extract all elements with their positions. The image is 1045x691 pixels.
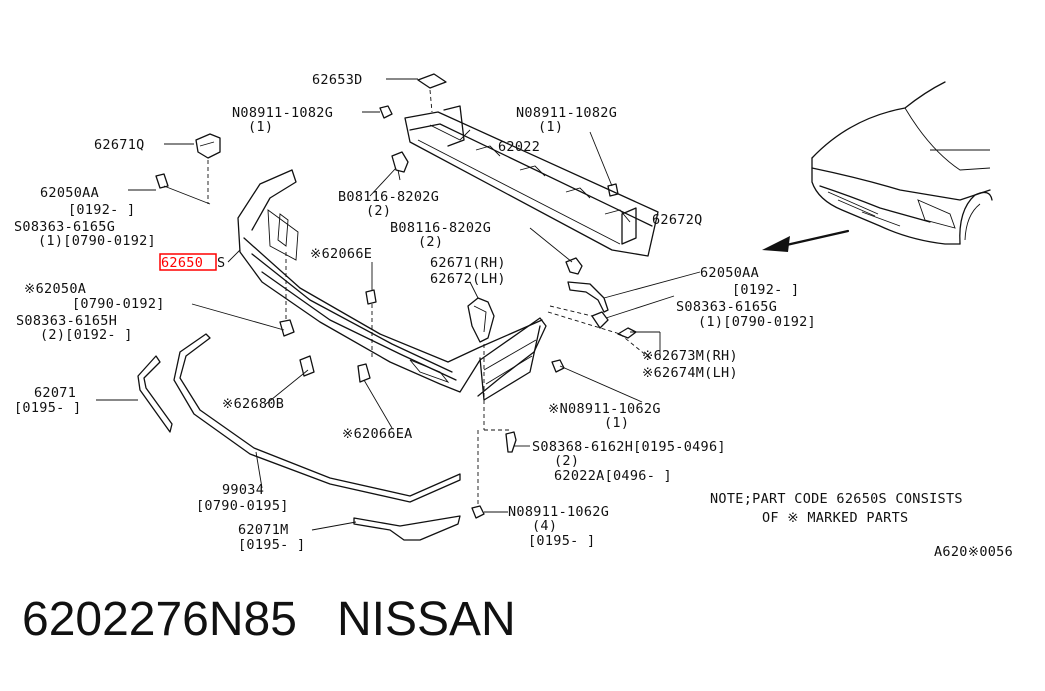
- caption-gap: [297, 593, 337, 646]
- label-08911-1062G-b-date: [0195- ]: [528, 533, 595, 549]
- car-outline-illustration: [811, 81, 993, 245]
- label-08116-8202G-a-qty: (2): [366, 203, 391, 219]
- label-62066E: ※62066E: [310, 246, 372, 262]
- label-62071: 62071: [34, 385, 76, 401]
- label-08363-6165H-qty: (2)[0192- ]: [40, 327, 133, 343]
- label-group: 62653D N08911-1082G (1) N08911-1082G (1)…: [14, 72, 1013, 560]
- note-line-2: OF ※ MARKED PARTS: [762, 510, 908, 526]
- part-62071-molding: [96, 355, 173, 433]
- label-08363-6165H: S08363-6165H: [16, 313, 117, 329]
- label-99034: 99034: [222, 482, 264, 498]
- label-08368-6162H: S08368-6162H[0195-0496]: [532, 439, 726, 455]
- label-62671-rh: 62671(RH): [430, 255, 506, 271]
- part-62680B-retainer: [265, 355, 315, 405]
- note-line-1: NOTE;PART CODE 62650S CONSISTS: [710, 491, 963, 507]
- label-62650-suffix: S: [217, 255, 225, 271]
- label-08363-6165G-right: S08363-6165G: [676, 299, 777, 315]
- label-08911-1082G-left-qty: (1): [248, 119, 273, 135]
- label-08363-6165G-left-qty: (1)[0790-0192]: [38, 233, 156, 249]
- label-08116-8202G-b-qty: (2): [418, 234, 443, 250]
- label-08911-1082G-right-qty: (1): [538, 119, 563, 135]
- label-08116-8202G-a: B08116-8202G: [338, 189, 439, 205]
- label-08911-1062G-a-qty: (1): [604, 415, 629, 431]
- part-99034-strip: [173, 333, 461, 503]
- part-62050AA-right-bracket: [567, 271, 701, 313]
- label-62050A: ※62050A: [24, 281, 86, 297]
- bumper-fascia-62650S: [227, 169, 547, 401]
- part-62671Q: [164, 133, 221, 204]
- bolt-08911-1082G-right: [589, 131, 619, 197]
- part-62066E-clip: [365, 262, 377, 360]
- label-62674M: ※62674M(LH): [642, 365, 738, 381]
- label-62050AA-right: 62050AA: [700, 265, 759, 281]
- label-08363-6165G-left: S08363-6165G: [14, 219, 115, 235]
- label-08911-1062G-a: ※N08911-1062G: [548, 401, 661, 417]
- label-62650-highlighted: 62650: [161, 255, 203, 271]
- label-62050AA-left: 62050AA: [40, 185, 99, 201]
- highlight-box-62650: [159, 253, 217, 271]
- label-62671Q: 62671Q: [94, 137, 145, 153]
- part-62050AA-left-clip: [128, 173, 211, 205]
- part-caption: 6202276N85 NISSAN: [22, 596, 516, 644]
- label-08911-1062G-b-qty: (4): [532, 518, 557, 534]
- clip-62673M-62674M: [547, 311, 661, 361]
- bolt-08911-1082G-left: [362, 105, 393, 119]
- label-62022: 62022: [498, 139, 540, 155]
- label-08116-8202G-b: B08116-8202G: [390, 220, 491, 236]
- label-62066EA: ※62066EA: [342, 426, 413, 442]
- bolt-08911-1062G-bottom: [471, 430, 508, 519]
- caption-part-number: 6202276N85: [22, 593, 297, 646]
- label-08911-1062G-b: N08911-1062G: [508, 504, 609, 520]
- label-08911-1082G-right: N08911-1082G: [516, 105, 617, 121]
- label-62673M: ※62673M(RH): [642, 348, 738, 364]
- label-62071-date: [0195- ]: [14, 400, 81, 416]
- label-62672-lh: 62672(LH): [430, 271, 506, 287]
- part-62653D: [386, 73, 447, 113]
- bolt-08911-1062G-right: [551, 359, 643, 403]
- bumper-reinforcement-62022: [404, 105, 659, 257]
- part-62071M-molding: [311, 515, 461, 541]
- label-62071M: 62071M: [238, 522, 289, 538]
- caption-brand: NISSAN: [336, 593, 516, 646]
- label-62680B: ※62680B: [222, 396, 284, 412]
- part-62066EA-clip: [357, 363, 393, 429]
- label-08368-6162H-qty: (2): [554, 453, 579, 469]
- label-62071M-date: [0195- ]: [238, 537, 305, 553]
- label-99034-date: [0790-0195]: [196, 498, 289, 514]
- screw-08363-6165G-right: [549, 295, 675, 329]
- label-62653D: 62653D: [312, 72, 363, 88]
- label-62022A: 62022A[0496- ]: [554, 468, 672, 484]
- direction-arrow: [762, 229, 850, 252]
- label-62050AA-right-date: [0192- ]: [732, 282, 799, 298]
- bolt-08116-8202G-b: [529, 227, 583, 275]
- label-08911-1082G-left: N08911-1082G: [232, 105, 333, 121]
- bolt-08116-8202G-a: [369, 151, 409, 197]
- label-62050AA-left-date: [0192- ]: [68, 202, 135, 218]
- label-62672Q: 62672Q: [652, 212, 703, 228]
- screw-08368-6162H: [505, 431, 530, 453]
- part-62671-62672-bracket: [467, 281, 510, 431]
- part-62050A-clip: [191, 252, 295, 337]
- label-08363-6165G-right-qty: (1)[0790-0192]: [698, 314, 816, 330]
- label-diagram-code: A620※0056: [934, 544, 1013, 560]
- label-62050A-date: [0790-0192]: [72, 296, 165, 312]
